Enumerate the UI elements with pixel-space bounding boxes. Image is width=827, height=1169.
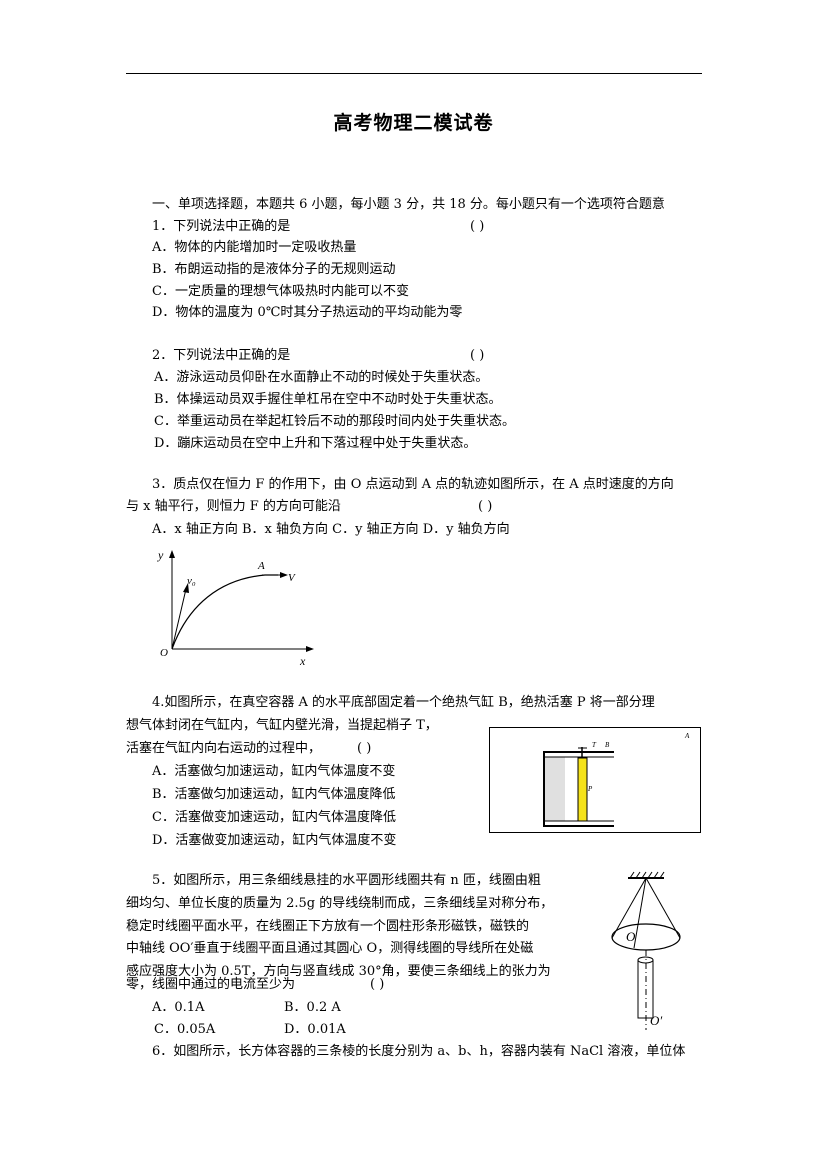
x-axis-arrow-icon (306, 646, 314, 652)
q5-coil-figure: O O′ (611, 871, 681, 1030)
q1-answer-paren: ( ) (470, 219, 485, 234)
q4-option-b: B．活塞做匀加速运动，缸内气体温度降低 (152, 787, 396, 802)
cylinder-wall (543, 751, 614, 827)
trajectory-curve (171, 574, 278, 650)
q5-line5: 感应强度大小为 0.5T，方向与竖直线成 30°角，要使三条细线上的张力为 (126, 964, 551, 979)
container-a-label: A (684, 732, 690, 740)
v0-arrow-icon (183, 583, 189, 593)
y-axis-arrow-icon (169, 550, 175, 558)
page-title: 高考物理二模试卷 (333, 112, 494, 134)
origin-label: O (160, 647, 168, 659)
axis-o-prime-label: O′ (650, 1013, 662, 1028)
coil-center-o-label: O (626, 929, 636, 944)
q5-line3: 稳定时线圈平面水平，在线圈正下方放有一个圆柱形条形磁铁，磁铁的 (126, 919, 530, 934)
q5-line1: 5．如图所示，用三条细线悬挂的水平圆形线圈共有 n 匝，线圈由粗 (152, 873, 541, 888)
piston-p-label: P (587, 785, 593, 793)
v-arrow-icon (280, 572, 288, 578)
x-axis-label: x (299, 654, 306, 668)
q3-line2: 与 x 轴平行，则恒力 F 的方向可能沿 (126, 499, 341, 514)
q3-answer-paren: ( ) (478, 499, 493, 514)
q1-option-d: D．物体的温度为 0℃时其分子热运动的平均动能为零 (152, 305, 463, 320)
q1-stem: 1．下列说法中正确的是 (152, 219, 291, 234)
q4-answer-paren: ( ) (357, 741, 372, 756)
q2-option-d: D．蹦床运动员在空中上升和下落过程中处于失重状态。 (154, 436, 477, 451)
q2-answer-paren: ( ) (470, 348, 485, 363)
q4-option-a: A．活塞做匀加速运动，缸内气体温度不变 (152, 764, 396, 779)
q4-line1: 4.如图所示，在真空容器 A 的水平底部固定着一个绝热气缸 B，绝热活塞 P 将… (152, 695, 655, 710)
pin-t-label: T (592, 741, 597, 749)
q2-option-c: C．举重运动员在举起杠铃后不动的那段时间内处于失重状态。 (154, 414, 515, 429)
q5-option-d: D．0.01A (284, 1022, 346, 1037)
q4-option-d: D．活塞做变加速运动，缸内气体温度不变 (152, 833, 397, 848)
ceiling-hatch (629, 871, 665, 879)
y-axis-label: y (157, 548, 164, 562)
q2-option-a: A．游泳运动员仰卧在水面静止不动的时候处于失重状态。 (154, 370, 489, 385)
q1-option-b: B．布朗运动指的是液体分子的无规则运动 (152, 262, 396, 277)
q1-option-c: C．一定质量的理想气体吸热时内能可以不变 (152, 284, 409, 299)
header-rule (126, 73, 702, 74)
q5-option-b: B．0.2 A (284, 1000, 341, 1015)
piston (577, 757, 588, 822)
cylinder-b-label: B (605, 741, 610, 749)
q5-line4: 中轴线 OO′垂直于线圈平面且通过其圆心 O，测得线圈的导线所在处磁 (126, 941, 534, 956)
v0-label: v₀ (187, 575, 196, 587)
gas-region (545, 757, 565, 821)
q4-option-c: C．活塞做变加速运动，缸内气体温度降低 (152, 810, 396, 825)
q4-line3: 活塞在气缸内向右运动的过程中， (126, 741, 322, 756)
q5-option-c: C．0.05A (154, 1022, 216, 1037)
thread-right (645, 877, 681, 939)
q3-options: A．x 轴正方向 B．x 轴负方向 C．y 轴正方向 D．y 轴负方向 (152, 522, 510, 537)
v-label: V (288, 572, 296, 584)
q5-line2: 细均匀、单位长度的质量为 2.5g 的导线绕制而成，三条细线呈对称分布， (126, 896, 554, 911)
q1-option-a: A．物体的内能增加时一定吸收热量 (152, 240, 357, 255)
q2-option-b: B．体操运动员双手握住单杠吊在空中不动时处于失重状态。 (154, 392, 502, 407)
coil (611, 923, 681, 951)
q3-trajectory-figure: y x O v₀ A V (157, 548, 314, 668)
q6-line1: 6．如图所示，长方体容器的三条棱的长度分别为 a、b、h，容器内装有 NaCl … (152, 1044, 686, 1059)
section-heading: 一、单项选择题，本题共 6 小题，每小题 3 分，共 18 分。每小题只有一个选… (152, 197, 665, 212)
thread-left (611, 877, 647, 939)
thread-front (633, 877, 647, 949)
q4-cylinder-figure: A T B P (489, 727, 701, 833)
point-a-label: A (257, 560, 265, 572)
q5-line6: 零，线圈中通过的电流至少为 (126, 977, 296, 992)
q5-option-a: A．0.1A (152, 1000, 205, 1015)
q2-stem: 2．下列说法中正确的是 (152, 348, 291, 363)
q5-answer-paren: ( ) (370, 977, 385, 992)
v0-vector (171, 588, 187, 650)
q3-line1: 3．质点仅在恒力 F 的作用下，由 O 点运动到 A 点的轨迹如图所示，在 A … (152, 477, 674, 492)
q4-line2: 想气体封闭在气缸内，气缸内壁光滑，当提起梢子 T， (126, 718, 438, 733)
vacuum-container (489, 727, 701, 833)
